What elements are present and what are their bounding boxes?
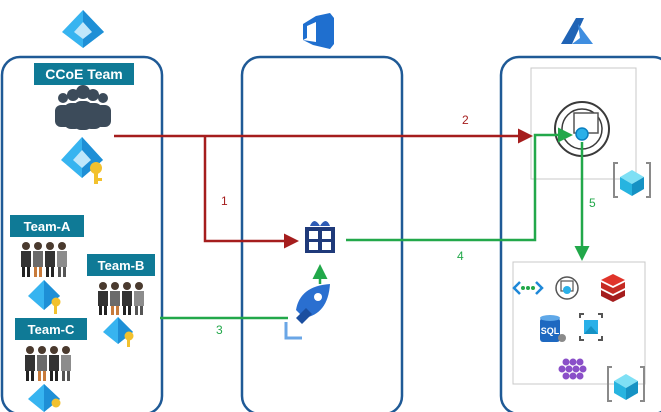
team-b-label-bg	[87, 254, 155, 276]
app-service-icon	[555, 276, 579, 300]
team-c-label-bg	[15, 318, 87, 340]
hdinsight-icon	[601, 274, 625, 302]
azure-devops-icon	[303, 13, 334, 49]
arrow-step-4	[346, 127, 573, 242]
ccoe-team-label-bg	[34, 63, 134, 85]
team-a-azure-ad-key-icon	[28, 280, 61, 314]
team-c-people-icon	[25, 346, 71, 381]
step-4-label: 4	[457, 249, 464, 263]
cosmos-db-icon	[558, 358, 587, 380]
resource-group-box	[512, 261, 646, 385]
sql-label: SQL	[541, 326, 560, 336]
team-c-label: Team-C	[28, 322, 75, 337]
step-3-label: 3	[216, 323, 223, 337]
people-group-icon	[55, 85, 111, 130]
azure-panel	[499, 55, 661, 412]
team-b-azure-ad-key-icon	[103, 317, 134, 347]
ccoe-team-label: CCoE Team	[45, 66, 123, 82]
azure-ad-key-icon	[61, 137, 103, 184]
sql-database-icon: SQL	[540, 315, 566, 342]
identity-panel	[0, 55, 164, 412]
step-2-label: 2	[462, 113, 469, 127]
team-a-label-bg	[10, 215, 84, 237]
azure-icon	[561, 18, 593, 44]
resource-group-icon	[613, 162, 651, 198]
devops-panel	[240, 55, 404, 412]
team-b-label: Team-B	[98, 258, 145, 273]
team-c-azure-ad-key-icon	[28, 384, 61, 412]
app-gateway-icon	[579, 313, 603, 341]
team-b-people-icon	[98, 282, 144, 315]
blueprint-package-icon	[305, 221, 335, 253]
azure-ad-icon	[62, 10, 104, 48]
step-1-label: 1	[221, 194, 228, 208]
team-a-people-icon	[21, 242, 67, 277]
virtual-network-icon	[512, 281, 544, 295]
management-group-box	[530, 67, 637, 180]
arrow-step-1	[203, 136, 299, 249]
azure-pipelines-icon	[284, 284, 330, 340]
resource-group-icon-bottom	[607, 366, 645, 402]
management-group-icon	[554, 101, 610, 157]
team-a-label: Team-A	[24, 219, 71, 234]
step-5-label: 5	[589, 196, 596, 210]
